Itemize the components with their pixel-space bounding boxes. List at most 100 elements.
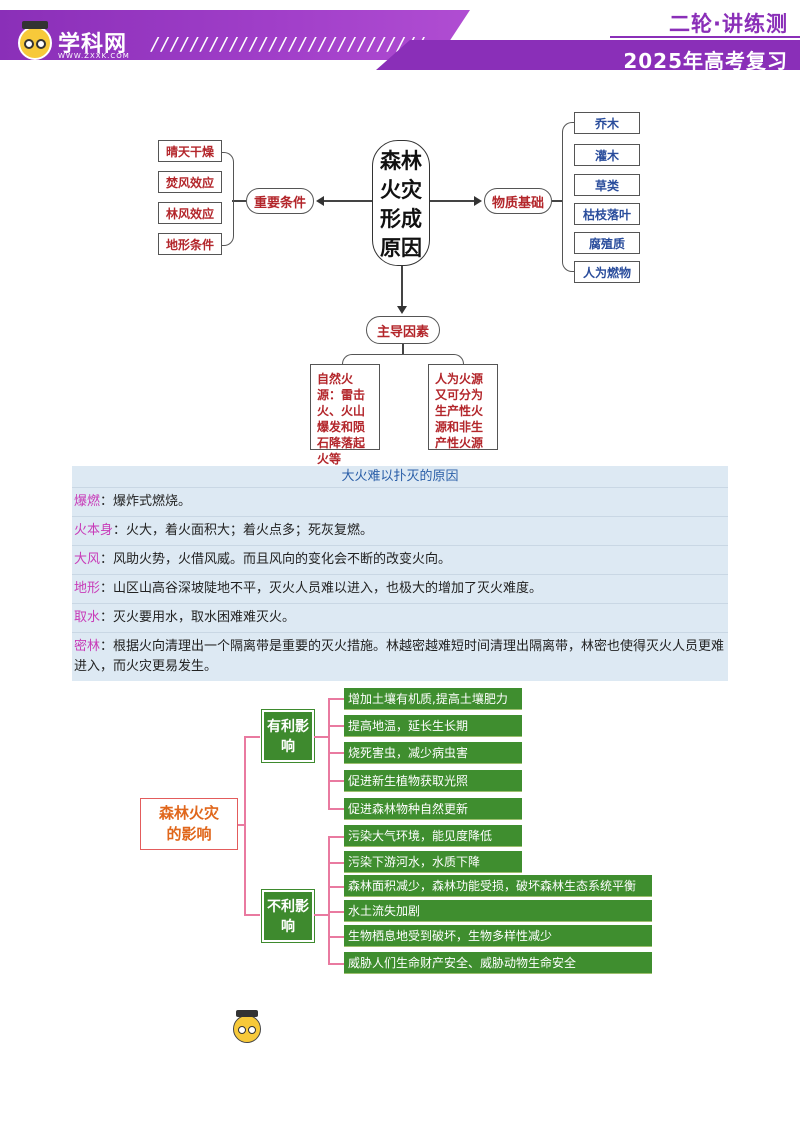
connector-line [430, 200, 476, 202]
material-item: 草类 [574, 174, 640, 196]
material-item: 枯枝落叶 [574, 203, 640, 225]
connector-line [402, 344, 404, 354]
natural-fire-source: 自然火源：雷击火、火山爆发和陨石降落起火等 [310, 364, 380, 466]
reasons-table: 大火难以扑灭的原因 爆燃：爆炸式燃烧。 火本身：火大，着火面积大；着火点多；死灰… [72, 466, 728, 681]
connector-line [328, 780, 344, 782]
material-item: 灌木 [574, 144, 640, 166]
table-row: 地形：山区山高谷深坡陡地不平，灭火人员难以进入，也极大的增加了灭火难度。 [72, 575, 728, 604]
arrow-down-icon [397, 306, 407, 314]
unfavorable-item: 威胁人们生命财产安全、威胁动物生命安全 [344, 952, 652, 974]
header-divider [610, 36, 800, 38]
row-term: 密林 [74, 639, 101, 654]
dominant-factor-label: 主导因素 [366, 316, 440, 344]
connector-line [314, 736, 328, 738]
row-text: ：爆炸式燃烧。 [100, 494, 192, 509]
fire-impact-diagram: 森林火灾 的影响 有利影 响 不利影 响 增加土壤有机质,提高土壤肥力 提高地温… [0, 688, 800, 988]
connector-line [328, 911, 344, 913]
connector-line [552, 200, 562, 202]
connector-line [244, 914, 260, 916]
center-line: 火灾 [380, 178, 422, 202]
connector-line [328, 808, 344, 810]
header-decoration: //////////////////////////// [150, 34, 426, 55]
table-row: 密林：根据火向清理出一个隔离带是重要的灭火措施。林越密越难短时间清理出隔离带，林… [72, 633, 728, 681]
material-item: 乔木 [574, 112, 640, 134]
right-bracket [562, 122, 574, 272]
material-item: 腐殖质 [574, 232, 640, 254]
favorable-impact-label: 有利影 响 [262, 710, 314, 762]
logo-text: 学科网 [58, 32, 128, 57]
material-basis-label: 物质基础 [484, 188, 552, 214]
arrow-left-icon [316, 196, 324, 206]
table-row: 爆燃：爆炸式燃烧。 [72, 488, 728, 517]
row-term: 地形 [74, 581, 101, 596]
connector-line [328, 698, 344, 700]
arrow-right-icon [474, 196, 482, 206]
connector-line [328, 752, 344, 754]
header-banner: 学科网 WWW.ZXXK.COM ///////////////////////… [0, 10, 470, 60]
year-bar [376, 40, 800, 70]
label-line: 不利影 [267, 899, 309, 915]
year-title: 2025年高考复习 [623, 49, 788, 73]
row-text: ：火大，着火面积大；着火点多；死灰复燃。 [113, 523, 374, 538]
row-term: 爆燃 [74, 494, 101, 509]
important-conditions-label: 重要条件 [246, 188, 314, 214]
connector-line [232, 200, 246, 202]
favorable-item: 促进新生植物获取光照 [344, 770, 522, 792]
label-line: 响 [281, 739, 295, 755]
page-header: 学科网 WWW.ZXXK.COM ///////////////////////… [0, 0, 800, 73]
unfavorable-item: 森林面积减少，森林功能受损，破坏森林生态系统平衡 [344, 875, 652, 897]
connector-line [328, 963, 344, 965]
fire-causes-diagram: 森林 火灾 形成 原因 重要条件 晴天干燥 焚风效应 林风效应 地形条件 物质基… [0, 100, 800, 466]
row-term: 大风 [74, 552, 101, 567]
connector-line [328, 836, 330, 964]
row-term: 取水 [74, 610, 101, 625]
logo-mascot-icon [18, 21, 52, 60]
row-text: ：灭火要用水，取水困难难灭火。 [100, 610, 296, 625]
connector-line [314, 914, 328, 916]
condition-item: 晴天干燥 [158, 140, 222, 162]
condition-item: 地形条件 [158, 233, 222, 255]
table-title: 大火难以扑灭的原因 [72, 466, 728, 488]
unfavorable-item: 污染大气环境，能见度降低 [344, 825, 522, 847]
bottom-bracket [342, 354, 464, 364]
mascot-icon [233, 1010, 261, 1043]
center-line: 森林 [380, 149, 422, 173]
favorable-item: 提高地温，延长生长期 [344, 715, 522, 737]
unfavorable-impact-label: 不利影 响 [262, 890, 314, 942]
table-row: 火本身：火大，着火面积大；着火点多；死灰复燃。 [72, 517, 728, 546]
series-title: 二轮·讲练测 [669, 12, 788, 36]
row-text: ：风助火势，火借风威。而且风向的变化会不断的改变火向。 [100, 552, 452, 567]
connector-line [322, 200, 372, 202]
row-term: 火本身 [74, 523, 114, 538]
table-row: 取水：灭火要用水，取水困难难灭火。 [72, 604, 728, 633]
center-topic: 森林 火灾 形成 原因 [372, 140, 430, 266]
table-row: 大风：风助火势，火借风威。而且风向的变化会不断的改变火向。 [72, 546, 728, 575]
connector-line [244, 736, 260, 738]
unfavorable-item: 水土流失加剧 [344, 900, 652, 922]
connector-line [328, 725, 344, 727]
label-line: 有利影 [267, 719, 309, 735]
row-text: ：山区山高谷深坡陡地不平，灭火人员难以进入，也极大的增加了灭火难度。 [100, 581, 543, 596]
row-text: ：根据火向清理出一个隔离带是重要的灭火措施。林越密越难短时间清理出隔离带，林密也… [74, 639, 725, 674]
connector-line [244, 736, 246, 914]
connector-line [328, 936, 344, 938]
favorable-item: 促进森林物种自然更新 [344, 798, 522, 820]
main-topic-line: 的影响 [166, 825, 212, 843]
main-topic-line: 森林火灾 [158, 804, 219, 822]
connector-line [328, 836, 344, 838]
connector-line [401, 266, 403, 308]
condition-item: 焚风效应 [158, 171, 222, 193]
human-fire-source: 人为火源又可分为生产性火源和非生产性火源 [428, 364, 498, 450]
connector-line [328, 886, 344, 888]
center-line: 原因 [380, 236, 422, 260]
impact-main-topic: 森林火灾 的影响 [140, 798, 238, 850]
center-line: 形成 [380, 207, 422, 231]
favorable-item: 烧死害虫，减少病虫害 [344, 742, 522, 764]
label-line: 响 [281, 919, 295, 935]
unfavorable-item: 污染下游河水，水质下降 [344, 851, 522, 873]
connector-line [238, 824, 244, 826]
condition-item: 林风效应 [158, 202, 222, 224]
material-item: 人为燃物 [574, 261, 640, 283]
logo-url: WWW.ZXXK.COM [58, 52, 130, 60]
connector-line [328, 862, 344, 864]
